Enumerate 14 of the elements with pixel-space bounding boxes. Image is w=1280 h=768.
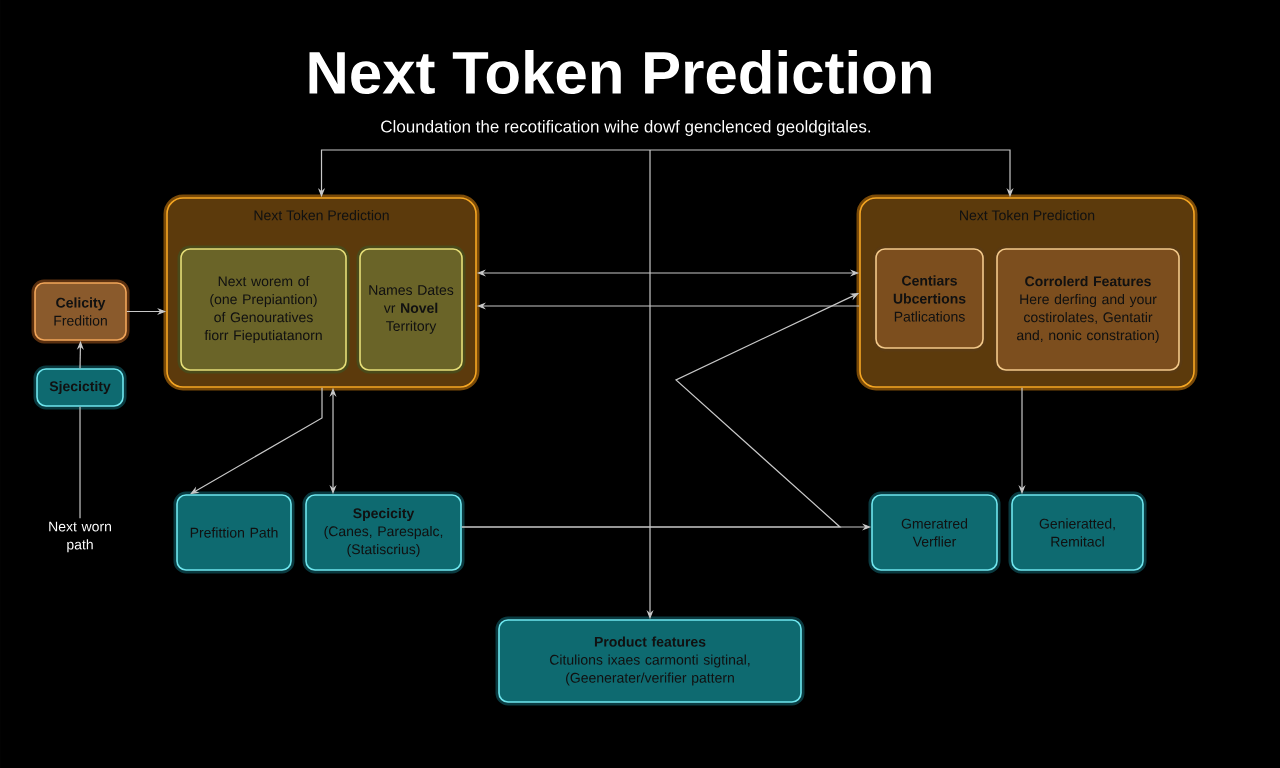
text-label: Next worn path <box>49 521 111 553</box>
process-box: Centiars Ubcertions Patlications <box>872 245 987 352</box>
process-box: Sjecictity <box>33 365 127 410</box>
title: Next Token Prediction <box>309 49 931 94</box>
process-box: Corrolerd Features Here derfing and your costirolates, Gentatir and, nonic constration) <box>993 245 1183 374</box>
process-box: Celicity Fredition <box>31 279 130 344</box>
process-box: Genieratted, Remitacl <box>1008 491 1147 574</box>
process-box: Prefittion Path <box>173 491 295 574</box>
process-box: Gmeratred Verflier <box>868 491 1001 574</box>
process-box: Names Dates vr Novel Territory <box>356 245 466 374</box>
process-box: Specicity (Canes, Parespalc, (Statiscrius) <box>302 491 465 574</box>
process-box: Next worem of (one Prepiantion) of Genouratives fiorr Fieputiatanorn <box>177 245 350 374</box>
process-box: Product features Citulions ixaes carmonti sigtinal, (Geenerater/verifier pattern <box>495 616 805 706</box>
subtitle: Cloundation the recotification wihe dowf genclenced geoldgitales. <box>381 120 871 136</box>
